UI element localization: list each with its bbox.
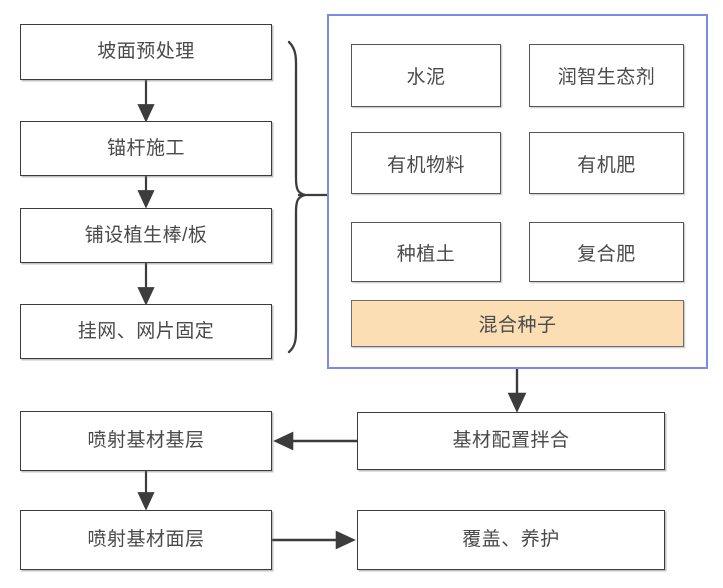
material-box-organic-fertilizer[interactable]: 有机肥 — [529, 132, 684, 194]
step-label: 喷射基材面层 — [87, 529, 205, 551]
material-label: 种植土 — [396, 243, 456, 265]
step-box-anchor-construction[interactable]: 锚杆施工 — [20, 121, 272, 176]
step-label: 锚杆施工 — [106, 137, 185, 159]
step-box-slope-pretreatment[interactable]: 坡面预处理 — [20, 24, 272, 80]
material-panel: 水泥 润智生态剂 有机物料 有机肥 种植土 复合肥 混合种子 — [327, 14, 708, 369]
material-label: 混合种子 — [478, 315, 557, 336]
step-box-substrate-mixing[interactable]: 基材配置拌合 — [357, 412, 665, 470]
step-box-lay-plant-rod[interactable]: 铺设植生棒/板 — [20, 208, 272, 263]
step-box-hang-net[interactable]: 挂网、网片固定 — [20, 304, 272, 359]
step-label: 喷射基材基层 — [87, 430, 205, 452]
material-label: 水泥 — [406, 67, 446, 88]
step-label: 覆盖、养护 — [462, 529, 560, 551]
material-box-cement[interactable]: 水泥 — [351, 44, 501, 107]
step-box-spray-base-layer[interactable]: 喷射基材基层 — [20, 411, 272, 471]
material-box-compound-fertilizer[interactable]: 复合肥 — [529, 222, 684, 282]
step-label: 坡面预处理 — [97, 41, 195, 63]
material-label: 有机肥 — [577, 154, 636, 176]
material-box-organic-material[interactable]: 有机物料 — [351, 132, 501, 194]
material-label: 有机物料 — [386, 154, 465, 176]
curly-brace — [287, 40, 310, 354]
material-box-runzhi-eco-agent[interactable]: 润智生态剂 — [529, 44, 684, 107]
step-box-cover-and-curing[interactable]: 覆盖、养护 — [357, 510, 665, 570]
material-label: 复合肥 — [577, 243, 636, 265]
material-box-planting-soil[interactable]: 种植土 — [351, 222, 501, 282]
material-label: 润智生态剂 — [557, 67, 656, 88]
step-label: 铺设植生棒/板 — [84, 224, 208, 246]
step-label: 挂网、网片固定 — [77, 320, 215, 342]
step-label: 基材配置拌合 — [452, 430, 570, 452]
material-box-mixed-seeds[interactable]: 混合种子 — [351, 300, 684, 347]
step-box-spray-surface-layer[interactable]: 喷射基材面层 — [20, 510, 272, 570]
